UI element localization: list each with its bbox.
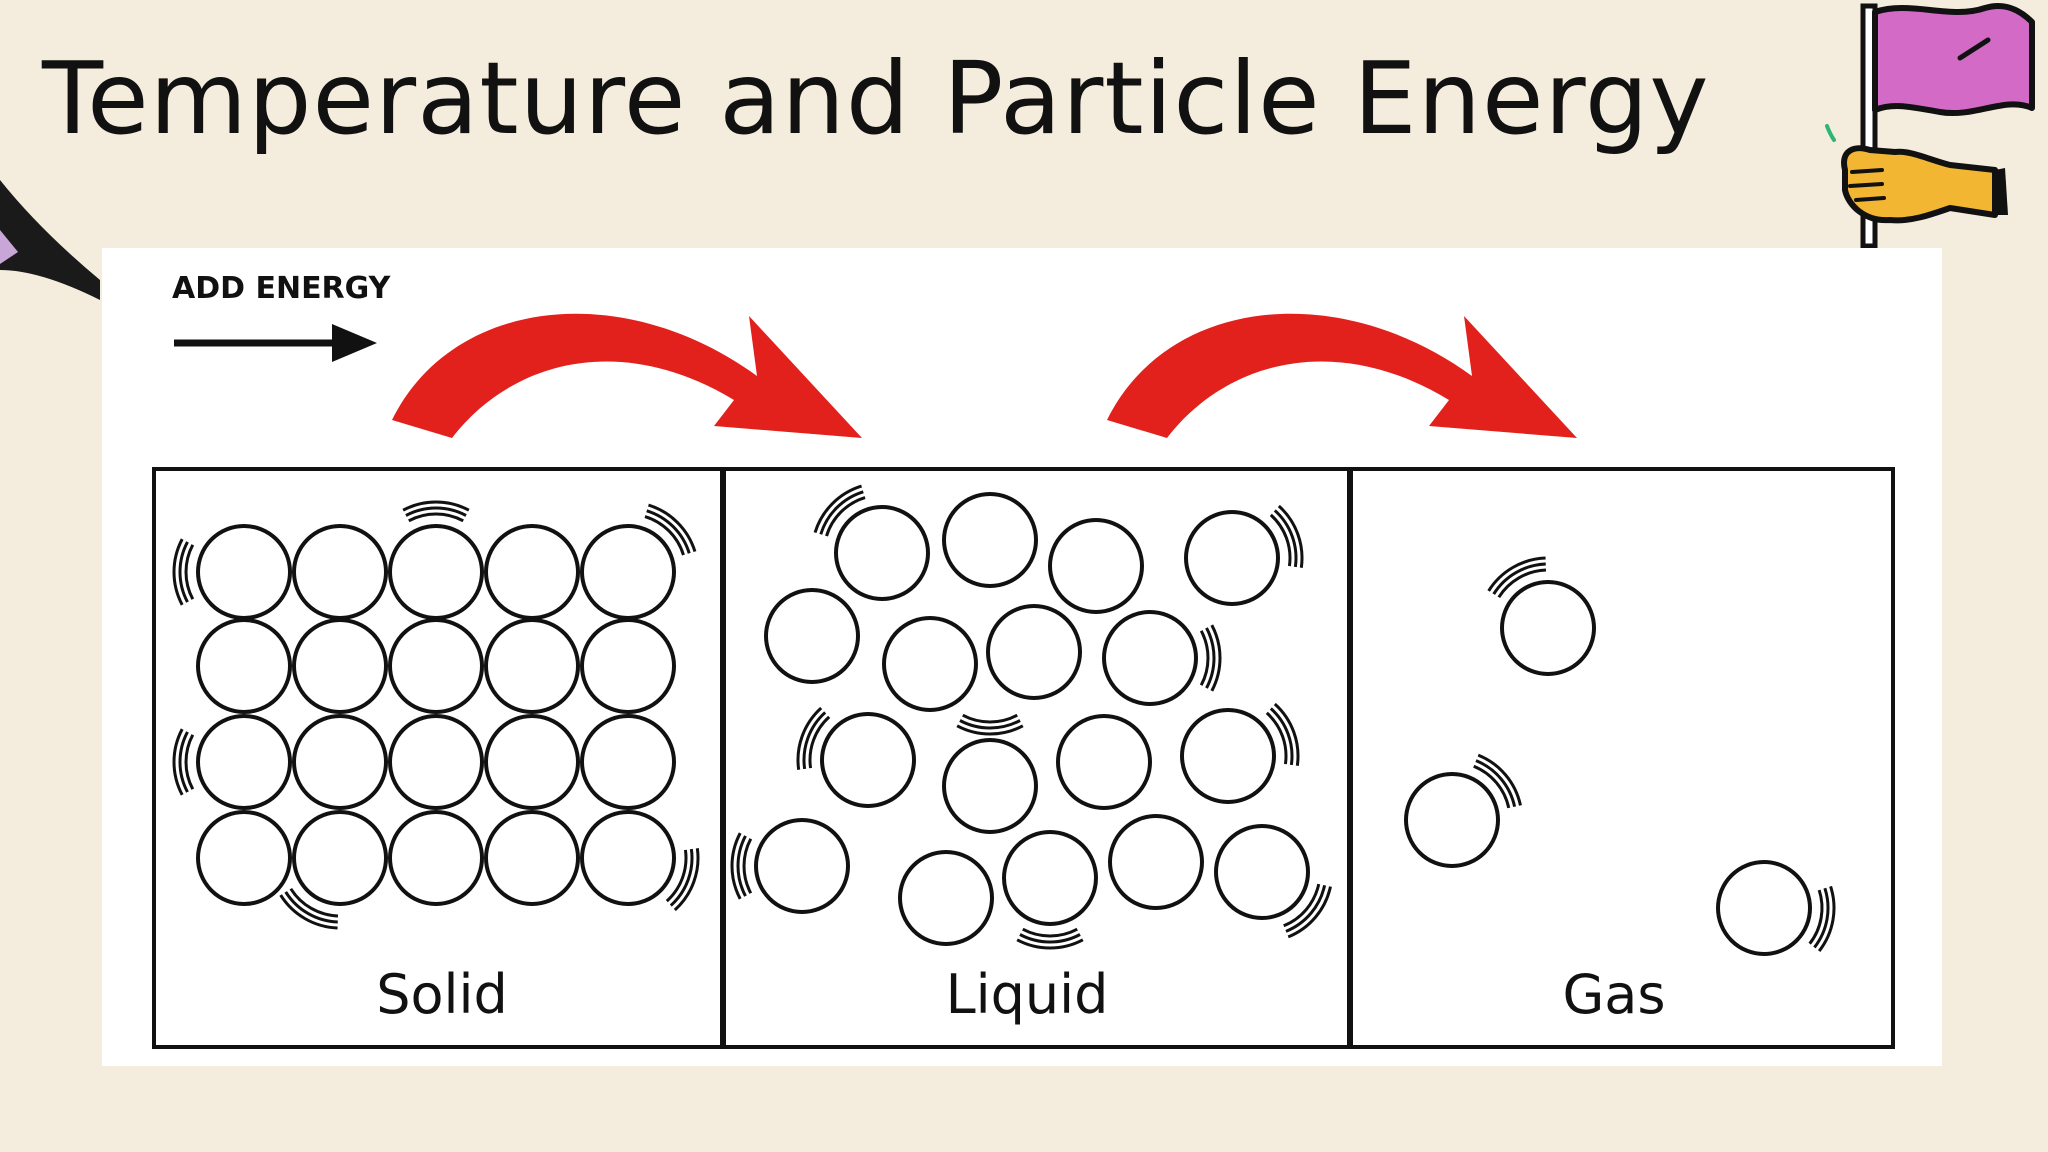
solid-particle bbox=[580, 714, 676, 810]
gas-particle bbox=[1404, 772, 1500, 868]
liquid-particle bbox=[898, 850, 994, 946]
vibration-lines-icon bbox=[1487, 556, 1547, 599]
vibration-lines-icon bbox=[1473, 753, 1522, 809]
vibration-lines-icon bbox=[665, 848, 700, 912]
solid-particle bbox=[580, 810, 676, 906]
vibration-lines-icon bbox=[172, 538, 195, 606]
solid-particle bbox=[484, 618, 580, 714]
solid-particle bbox=[484, 810, 580, 906]
liquid-panel bbox=[722, 467, 1351, 1049]
liquid-particle bbox=[1180, 708, 1276, 804]
liquid-particle bbox=[942, 738, 1038, 834]
gas-particle bbox=[1500, 580, 1596, 676]
liquid-particle bbox=[1056, 714, 1152, 810]
solid-particle bbox=[580, 524, 676, 620]
vibration-lines-icon bbox=[730, 832, 753, 900]
solid-particle bbox=[292, 714, 388, 810]
liquid-particle bbox=[1102, 610, 1198, 706]
vibration-lines-icon bbox=[956, 713, 1024, 736]
vibration-lines-icon bbox=[1016, 927, 1084, 950]
vibration-lines-icon bbox=[1199, 624, 1222, 692]
liquid-particle bbox=[820, 712, 916, 808]
solid-label: Solid bbox=[376, 963, 508, 1026]
decorative-speech-shape-icon bbox=[0, 180, 100, 300]
vibration-lines-icon bbox=[279, 887, 339, 930]
solid-particle bbox=[292, 810, 388, 906]
vibration-lines-icon bbox=[1269, 504, 1304, 568]
vibration-lines-icon bbox=[1283, 883, 1332, 939]
add-energy-label: ADD ENERGY bbox=[172, 271, 392, 306]
liquid-particle bbox=[1002, 830, 1098, 926]
vibration-lines-icon bbox=[644, 503, 697, 556]
vibration-lines-icon bbox=[1265, 702, 1300, 766]
solid-particle bbox=[388, 810, 484, 906]
vibration-lines-icon bbox=[402, 500, 470, 523]
solid-particle bbox=[292, 618, 388, 714]
liquid-particle bbox=[986, 604, 1082, 700]
liquid-particle bbox=[1048, 518, 1144, 614]
solid-particle bbox=[484, 714, 580, 810]
vibration-lines-icon bbox=[172, 728, 195, 796]
liquid-particle bbox=[942, 492, 1038, 588]
vibration-lines-icon bbox=[813, 484, 866, 537]
liquid-to-gas-arrow-icon bbox=[1107, 313, 1577, 438]
liquid-particle bbox=[1184, 510, 1280, 606]
solid-particle bbox=[388, 524, 484, 620]
liquid-particle bbox=[1214, 824, 1310, 920]
solid-particle bbox=[196, 618, 292, 714]
solid-particle bbox=[388, 714, 484, 810]
states-of-matter-diagram: ADD ENERGY Solid Liquid Gas bbox=[102, 248, 1942, 1066]
liquid-particle bbox=[764, 588, 860, 684]
solid-particle bbox=[580, 618, 676, 714]
add-energy-arrow-icon bbox=[174, 324, 377, 362]
liquid-label: Liquid bbox=[946, 963, 1109, 1026]
solid-to-liquid-arrow-icon bbox=[392, 313, 862, 438]
flag-in-hand-icon bbox=[1825, 2, 2035, 249]
solid-panel bbox=[152, 467, 724, 1049]
solid-particle bbox=[196, 714, 292, 810]
solid-particle bbox=[196, 810, 292, 906]
gas-panel bbox=[1349, 467, 1895, 1049]
solid-particle bbox=[388, 618, 484, 714]
slide-title: Temperature and Particle Energy bbox=[42, 40, 1710, 157]
liquid-particle bbox=[1108, 814, 1204, 910]
vibration-lines-icon bbox=[796, 706, 831, 770]
solid-particle bbox=[196, 524, 292, 620]
vibration-lines-icon bbox=[1808, 885, 1836, 953]
gas-particle bbox=[1716, 860, 1812, 956]
liquid-particle bbox=[754, 818, 850, 914]
solid-particle bbox=[292, 524, 388, 620]
solid-particle bbox=[484, 524, 580, 620]
gas-label: Gas bbox=[1562, 963, 1665, 1026]
liquid-particle bbox=[834, 505, 930, 601]
liquid-particle bbox=[882, 616, 978, 712]
